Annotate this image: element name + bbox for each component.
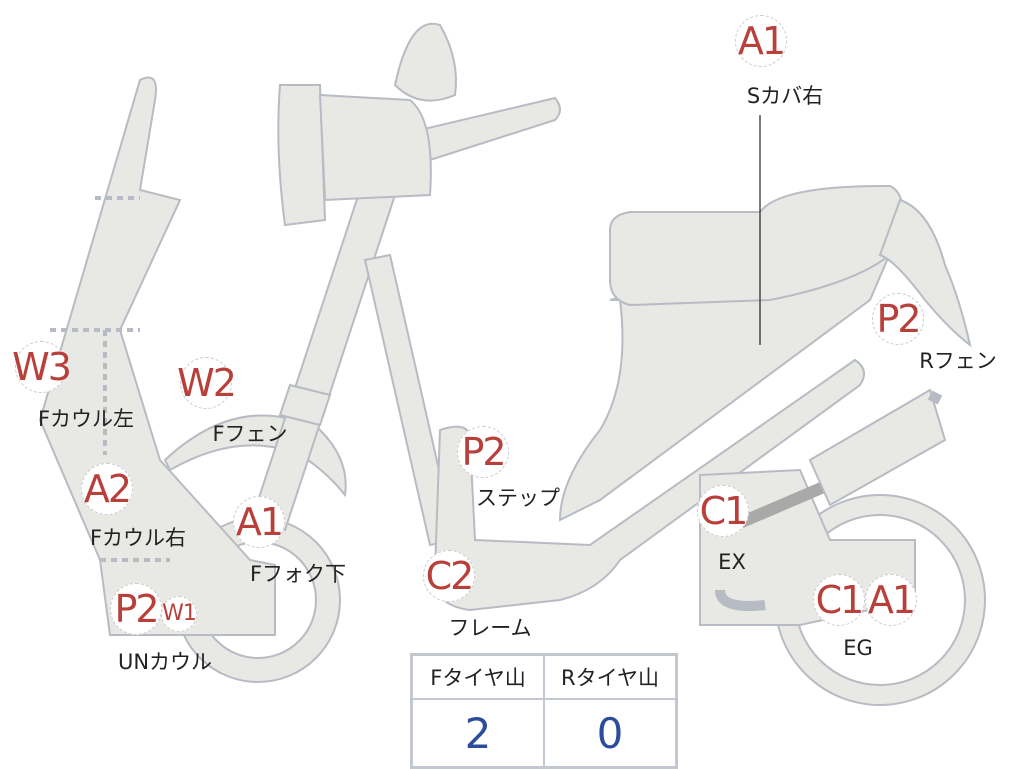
damage-marker: A1 [735,15,787,67]
headlight [277,84,327,227]
rear-tire-value: 0 [543,698,678,769]
damage-marker: A1 [233,496,285,548]
rear-shock [808,388,947,507]
damage-marker: C1 [813,574,865,626]
part-label: ステップ [476,486,560,510]
tire-tread-table: Fタイヤ山 Rタイヤ山 2 0 [410,653,678,769]
part-label: Fカウル右 [89,526,187,550]
damage-marker: A1 [865,574,917,626]
part-label: EX [718,550,746,574]
part-label: Rフェン [919,349,997,373]
rear-fender [878,198,972,348]
rear-tire-header: Rタイヤ山 [543,653,678,700]
part-label: EG [843,636,873,660]
handle-cover [318,93,432,202]
damage-marker: C1 [697,485,749,537]
damage-marker: P2 [872,293,924,345]
damage-marker: C2 [423,550,475,602]
damage-marker: A2 [81,463,133,515]
part-label: UNカウル [117,650,213,674]
mirror [393,22,457,102]
damage-marker: W3 [12,341,72,393]
handlebar [418,96,561,162]
part-label: Fカウル左 [37,407,135,431]
part-label: フレーム [448,616,532,640]
damage-marker: P2 [110,583,162,635]
front-tire-header: Fタイヤ山 [410,653,545,700]
damage-marker-small: W1 [161,596,197,632]
front-fork [248,188,397,532]
damage-marker: P2 [457,426,509,478]
part-label: Fフォク下 [249,562,347,586]
exhaust [715,589,766,611]
front-tire-value: 2 [410,698,545,769]
part-label: Fフェン [212,422,288,446]
damage-marker: W2 [177,357,237,409]
part-label: Sカバ右 [746,84,824,108]
